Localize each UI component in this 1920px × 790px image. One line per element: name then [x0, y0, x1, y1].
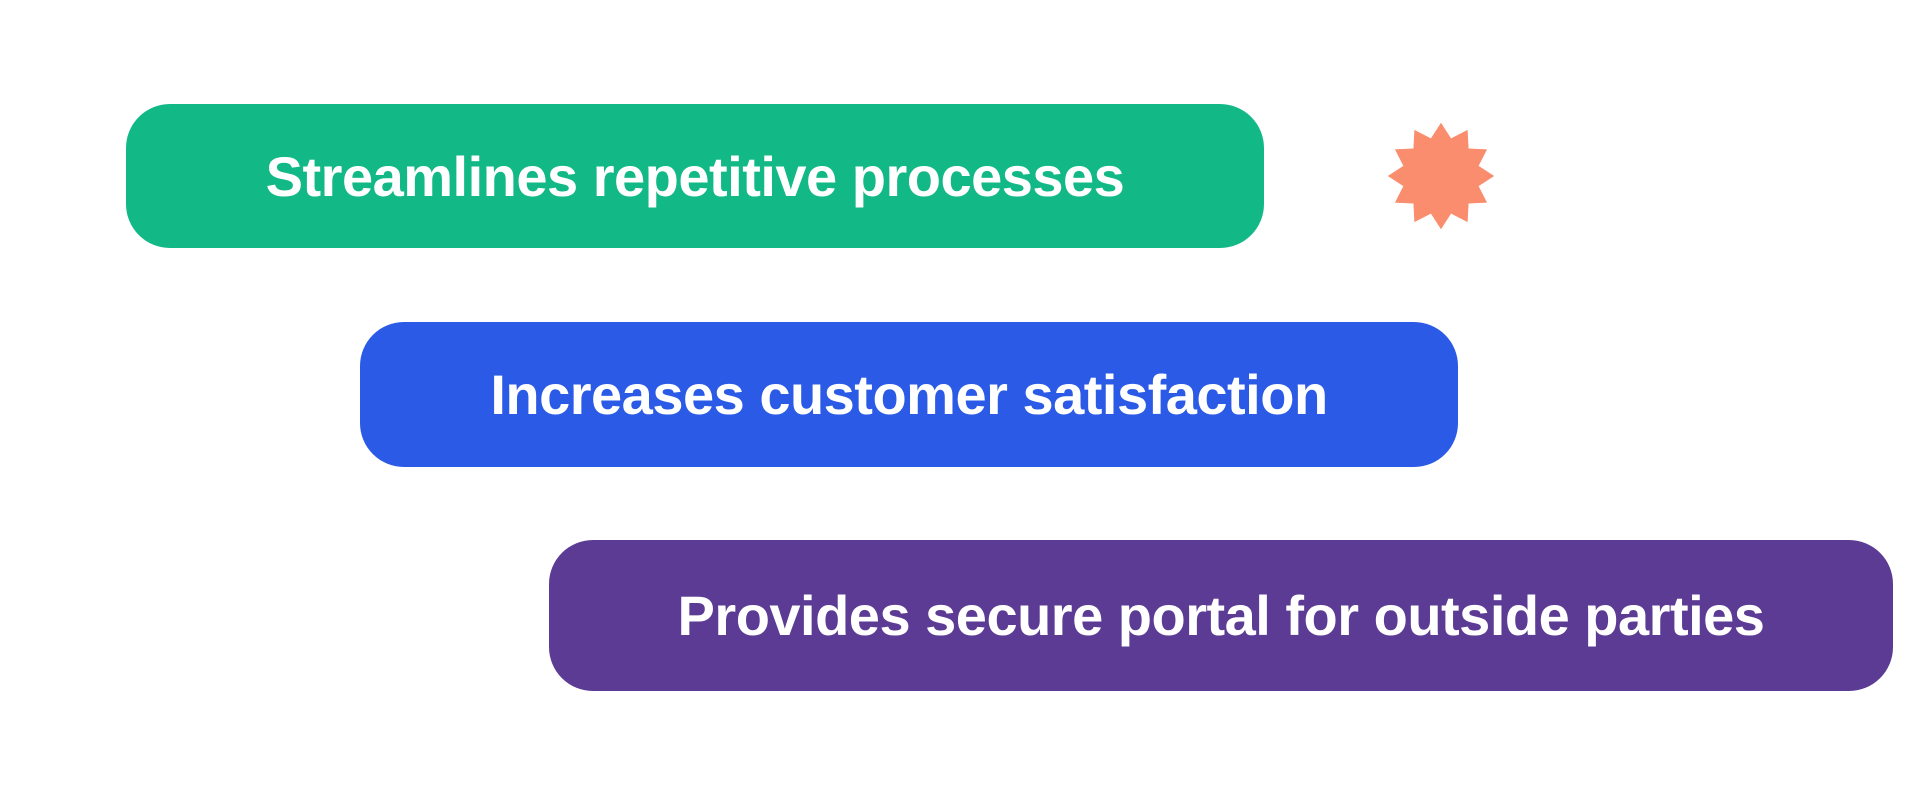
benefit-pill-label: Increases customer satisfaction — [490, 363, 1328, 426]
benefit-pill-satisfaction: Increases customer satisfaction — [360, 322, 1458, 467]
starburst-icon — [1387, 122, 1495, 230]
benefit-pill-streamlines: Streamlines repetitive processes — [126, 104, 1264, 248]
starburst-shape — [1387, 122, 1495, 230]
benefit-pill-label: Provides secure portal for outside parti… — [677, 584, 1765, 647]
benefit-pill-secure-portal: Provides secure portal for outside parti… — [549, 540, 1893, 691]
benefit-pill-label: Streamlines repetitive processes — [265, 144, 1125, 208]
